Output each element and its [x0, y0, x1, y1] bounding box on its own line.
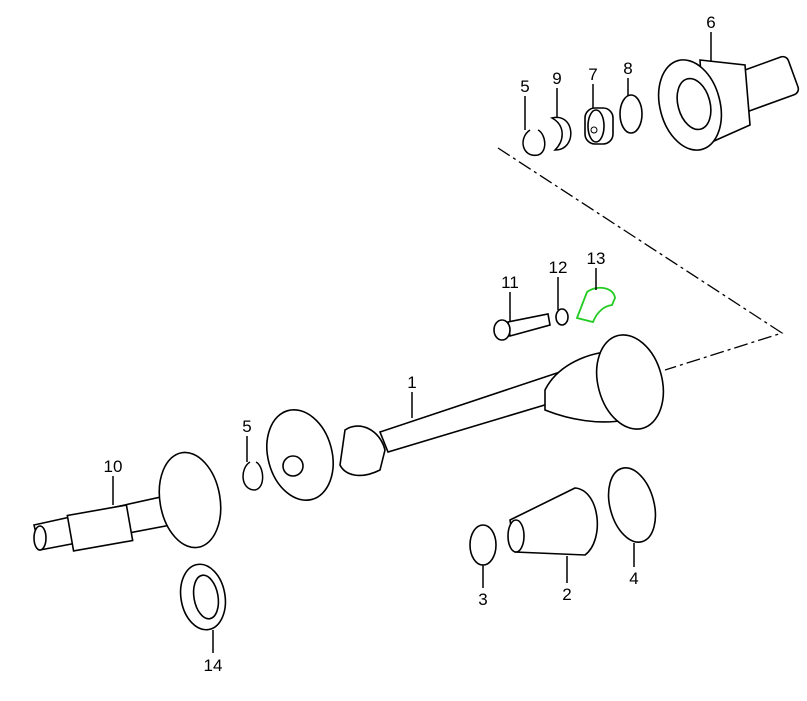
part-6-cv-joint-housing[interactable] — [649, 53, 800, 157]
callout-14: 14 — [204, 656, 223, 675]
callout-6: 6 — [706, 13, 715, 32]
callout-4: 4 — [629, 569, 638, 588]
callout-8: 8 — [623, 59, 632, 78]
callout-2: 2 — [562, 585, 571, 604]
part-13-plate[interactable] — [575, 286, 616, 324]
callout-5-upper: 5 — [520, 77, 529, 96]
part-9-ring[interactable] — [549, 116, 572, 151]
part-7-cage[interactable] — [584, 107, 614, 145]
callout-12: 12 — [549, 258, 568, 277]
part-4-clamp[interactable] — [601, 463, 663, 548]
part-11-bolt[interactable] — [493, 313, 551, 341]
callout-10: 10 — [104, 457, 123, 476]
part-14-seal[interactable] — [176, 561, 231, 634]
part-1-drive-shaft[interactable] — [257, 327, 673, 507]
explode-guide-line — [497, 147, 784, 371]
leader-lines — [112, 32, 712, 653]
part-10-flange-shaft[interactable] — [33, 448, 228, 553]
callout-11: 11 — [501, 273, 519, 292]
part-5-circlip-lower[interactable] — [242, 461, 264, 491]
part-12-lock-washer[interactable] — [555, 308, 569, 326]
part-5-circlip-upper[interactable] — [522, 129, 546, 156]
callout-5-lower: 5 — [242, 417, 251, 436]
part-2-boot[interactable] — [507, 487, 599, 556]
callout-1: 1 — [407, 373, 416, 392]
callout-3: 3 — [478, 590, 487, 609]
callout-13: 13 — [587, 249, 606, 268]
callout-7: 7 — [588, 65, 597, 84]
part-3-clamp[interactable] — [469, 524, 497, 566]
part-8-o-ring[interactable] — [619, 94, 643, 134]
callout-9: 9 — [552, 69, 561, 88]
